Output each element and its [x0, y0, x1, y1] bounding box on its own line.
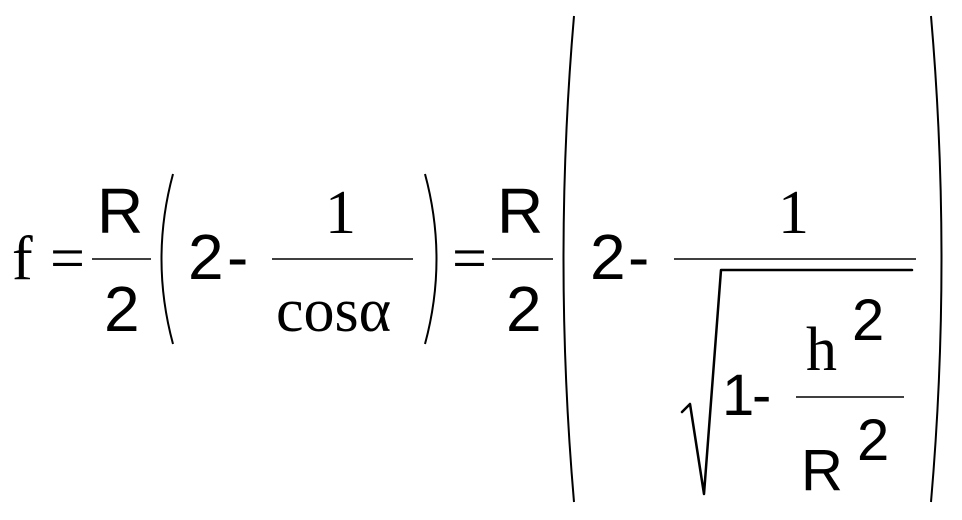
root-R-exponent: 2 — [857, 408, 889, 473]
root-h-exponent: 2 — [852, 288, 884, 353]
term1-inner-denominator: cosα — [276, 277, 391, 345]
term1-numerator: R — [97, 175, 143, 247]
term2-two: 2 — [590, 221, 626, 293]
term2-numerator: R — [497, 175, 543, 247]
term2-denominator: 2 — [506, 273, 542, 345]
term1-two: 2 — [188, 221, 224, 293]
root-minus: - — [752, 363, 771, 428]
term1-denominator: 2 — [104, 273, 140, 345]
lhs-symbol: f — [12, 225, 33, 293]
term2-minus: - — [628, 221, 649, 293]
term1-inner-numerator: 1 — [325, 179, 356, 247]
term1-minus: - — [227, 221, 248, 293]
term2-right-paren — [930, 15, 943, 503]
equals-sign-2: = — [452, 225, 487, 293]
term2-left-paren — [562, 15, 575, 503]
root-h: h — [806, 316, 837, 384]
root-R: R — [801, 438, 843, 503]
root-one: 1 — [722, 363, 754, 428]
term1-right-paren — [424, 173, 438, 345]
term2-inner-numerator: 1 — [778, 179, 809, 247]
radical-sign — [680, 268, 914, 496]
term1-left-paren — [160, 173, 174, 345]
equals-sign-1: = — [50, 225, 85, 293]
